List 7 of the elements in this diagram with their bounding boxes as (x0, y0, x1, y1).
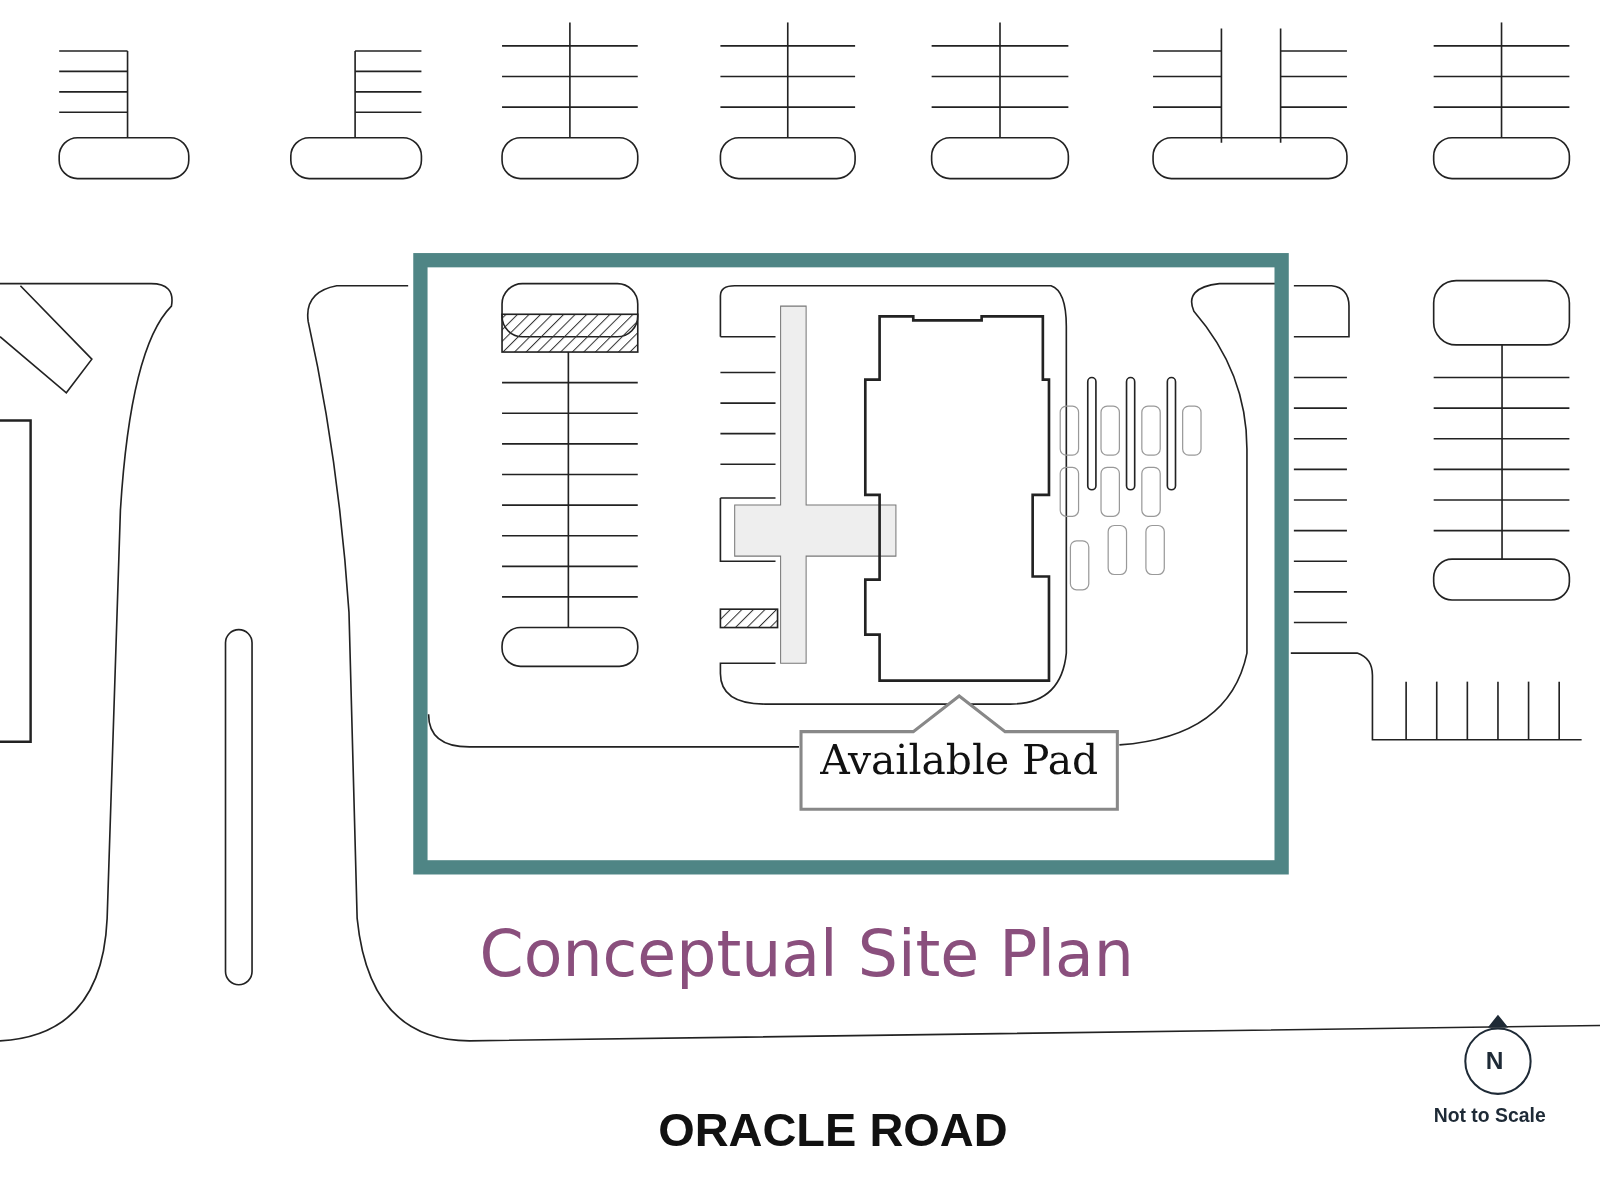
callout-box (799, 693, 1120, 812)
site-boundary (413, 253, 1289, 875)
plan-title: Conceptual Site Plan (479, 916, 1134, 991)
scale-note: Not to Scale (1433, 1105, 1546, 1128)
road-name: ORACLE ROAD (658, 1102, 1008, 1158)
north-label: N (1485, 1046, 1504, 1076)
callout-text: Available Pad (819, 736, 1100, 784)
